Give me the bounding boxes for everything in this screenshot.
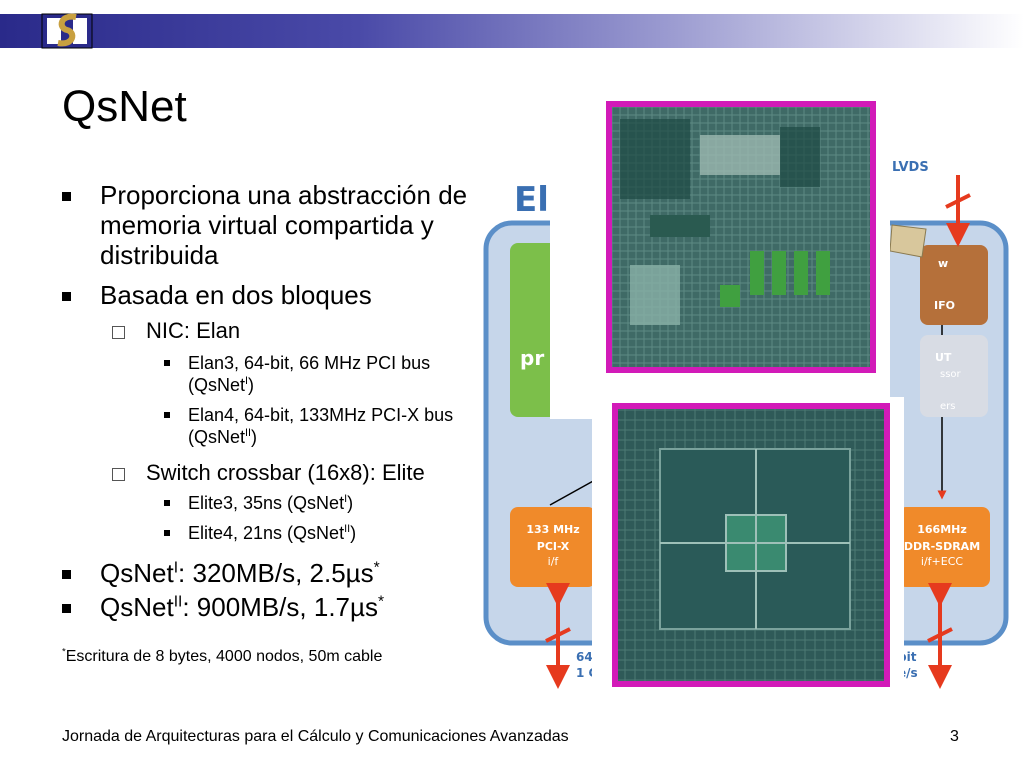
title-bar-gradient [0,14,1024,48]
brown-block [920,245,988,325]
subsub-bullet-text: Elite3, 35ns (QsNetI) [188,493,354,513]
subsub-bullet-text: Elan3, 64-bit, 66 MHz PCI bus (QsNetI) [188,353,431,395]
diagram-heading: El [514,180,549,220]
sub-bullet-text: NIC: Elan [146,318,241,343]
grey-block [920,335,988,417]
grey-block-label-2: ssor [940,369,962,380]
sub-bullet-text: Switch crossbar (16x8): Elite [146,460,425,485]
bullet-text: QsNetI: 320MB/s, 2.5µs* [100,558,380,588]
subsub-bullet-marker [164,530,170,536]
subsub-bullet-elan4: Elan4, 64-bit, 133MHz PCI-X bus (QsNetII… [164,404,474,448]
bullet-text: Proporciona una abstracción de memoria v… [100,180,468,270]
sdram-label-2: DDR-SDRAM [904,540,980,553]
pcix-label-2: PCI-X [537,540,570,553]
bottom-left-label-1: 64 [576,650,593,664]
subsub-bullet-marker [164,360,170,366]
bullet-qsnet1-perf: QsNetI: 320MB/s, 2.5µs* [62,558,482,588]
brown-block-label-2: IFO [934,299,955,312]
sdram-label-3: i/f+ECC [921,555,963,568]
lvds-label: LVDS [892,160,929,175]
grey-block-label-3: ers [940,401,955,412]
subsub-bullet-elan3: Elan3, 64-bit, 66 MHz PCI bus (QsNetI) [164,352,474,396]
pcix-label-3: i/f [548,555,560,568]
pcix-label-1: 133 MHz [526,523,579,536]
sub-bullet-marker [112,468,125,481]
subsub-bullet-text: Elan4, 64-bit, 133MHz PCI-X bus (QsNetII… [188,405,454,447]
brown-block-label-1: w [938,257,948,270]
bullet-blocks: Basada en dos bloques [62,280,492,310]
bullet-qsnet2-perf: QsNetII: 900MB/s, 1.7µs* [62,592,482,622]
subsub-bullet-elite3: Elite3, 35ns (QsNetI) [164,492,474,514]
subsub-bullet-elite4: Elite4, 21ns (QsNetII) [164,522,474,544]
page-number: 3 [950,728,959,745]
pcix-block [510,507,596,587]
sub-bullet-nic: NIC: Elan [112,318,472,344]
chip-photo-elan [550,97,890,419]
bullet-marker [62,604,71,613]
bullet-abstraction: Proporciona una abstracción de memoria v… [62,180,492,270]
logo-icon [41,13,93,49]
footer-text: Jornada de Arquitecturas para el Cálculo… [62,728,569,745]
sub-bullet-switch: Switch crossbar (16x8): Elite [112,460,472,486]
bullet-marker [62,570,71,579]
red-arrows [545,175,971,689]
subsub-bullet-text: Elite4, 21ns (QsNetII) [188,523,357,543]
sub-bullet-marker [112,326,125,339]
footnote: *Escritura de 8 bytes, 4000 nodos, 50m c… [62,646,383,665]
bullet-text: Basada en dos bloques [100,280,372,310]
bullet-marker [62,192,71,201]
sdram-block [898,507,990,587]
bullet-text: QsNetII: 900MB/s, 1.7µs* [100,592,385,622]
bullet-marker [62,292,71,301]
grey-block-label-1: UT [935,351,952,364]
subsub-bullet-marker [164,500,170,506]
elan-diagram-with-chip-photos: El LVDS pr w IFO UT ssor ers 133 MHz PCI… [483,97,1009,693]
subsub-bullet-marker [164,412,170,418]
green-block-label: pr [520,346,544,370]
slide-title: QsNet [62,82,187,131]
sdram-label-1: 166MHz [917,523,967,536]
chip-photo-elite [592,397,904,693]
